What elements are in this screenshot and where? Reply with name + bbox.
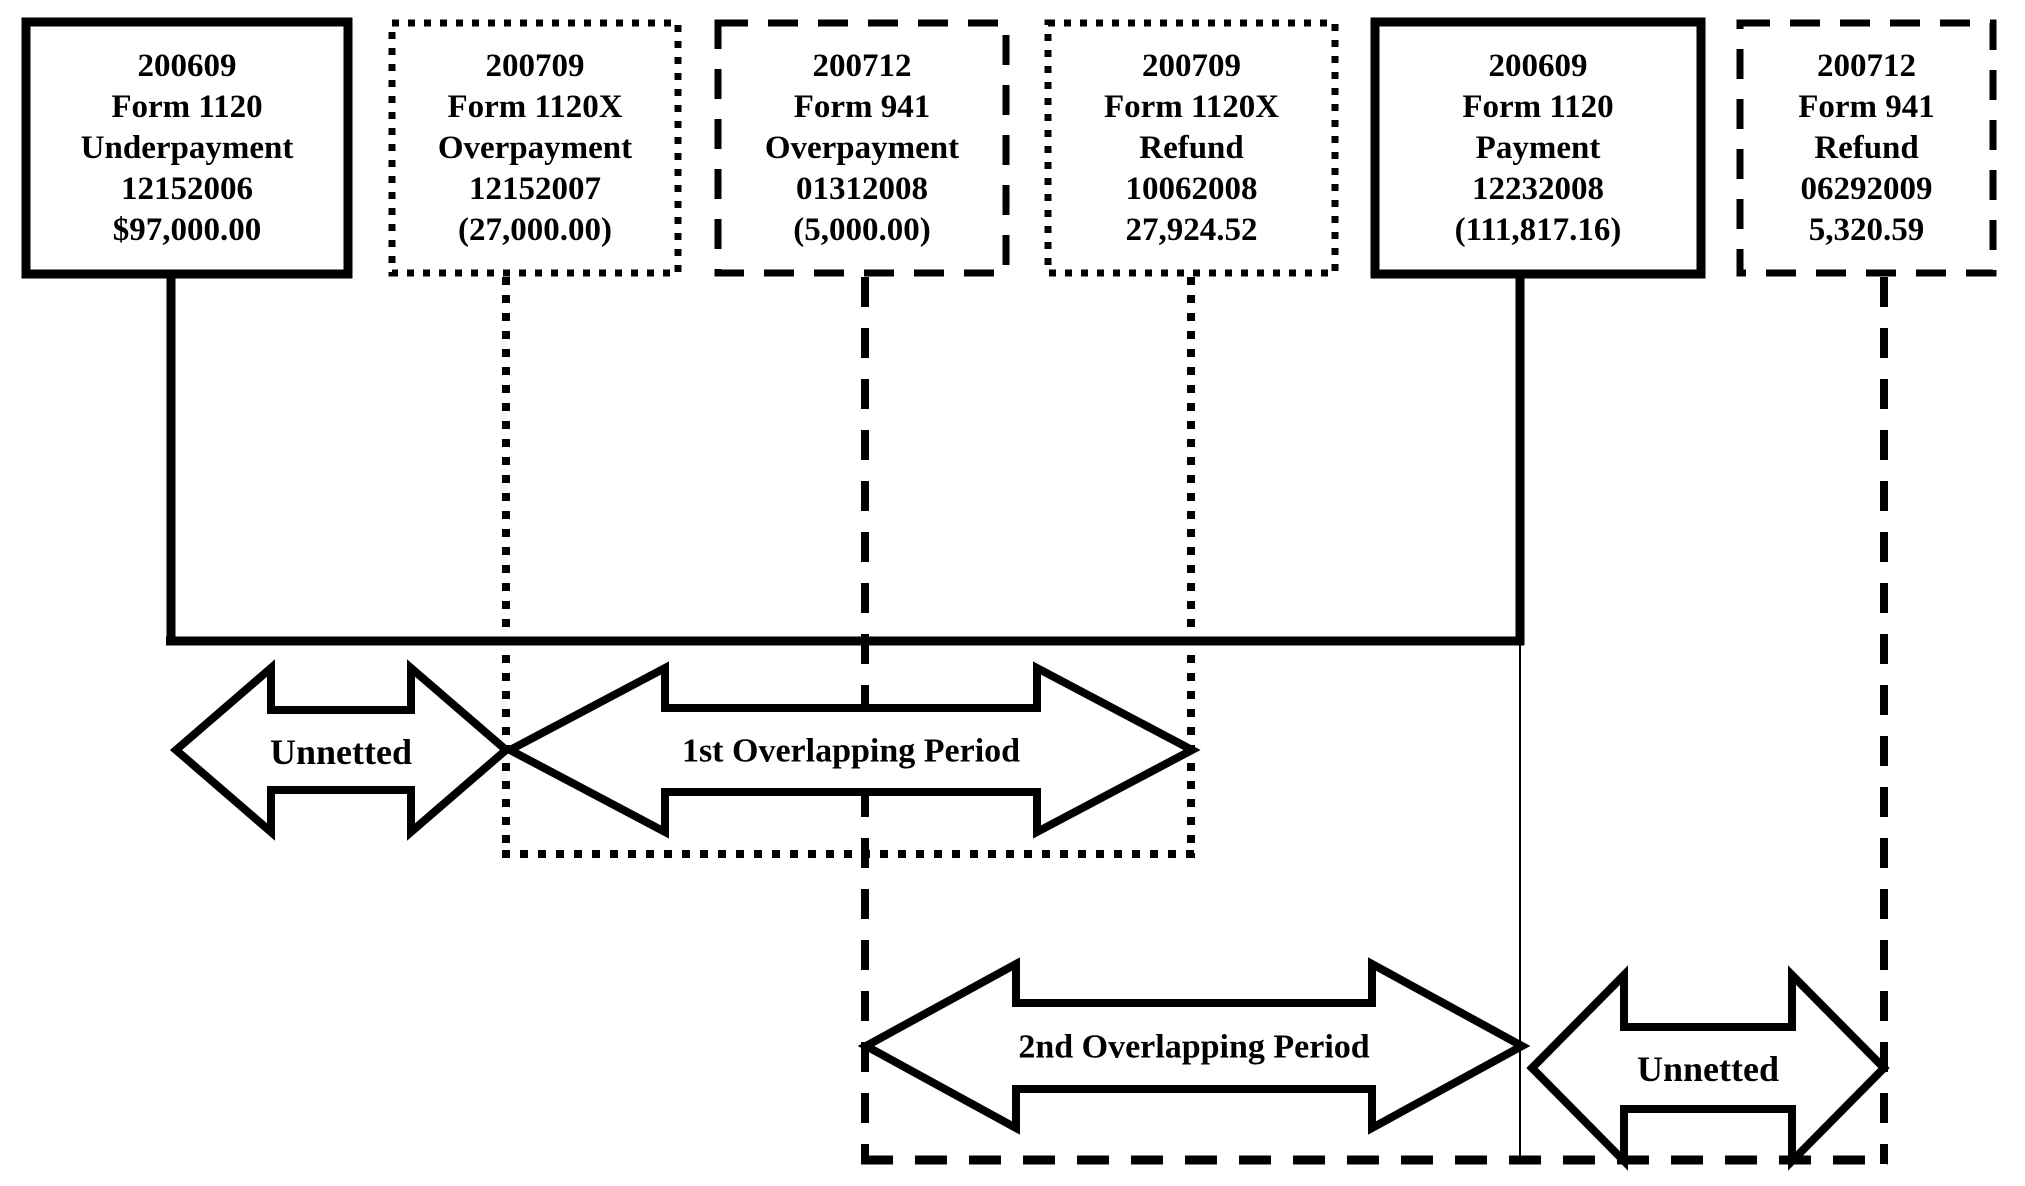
arrow-unnetted-right <box>1526 965 1890 1171</box>
arrow-2nd-overlapping-period <box>857 957 1531 1135</box>
box-period-line: 200609 <box>137 47 237 84</box>
box-border-underpayment <box>21 17 353 279</box>
box-period-line: 200609 <box>1488 47 1588 84</box>
event-box-1120x-overpayment: 200709 Form 1120X Overpayment 12152007 (… <box>396 27 674 269</box>
box-form-line: Form 1120X <box>1103 88 1280 125</box>
box-border-941-refund <box>1736 19 1997 277</box>
box-date-line: 12152006 <box>121 170 253 207</box>
box-date-line: 01312008 <box>796 170 928 207</box>
event-box-941-refund: 200712 Form 941 Refund 06292009 5,320.59 <box>1744 27 1989 269</box>
event-box-1120x-refund: 200709 Form 1120X Refund 10062008 27,924… <box>1052 27 1331 269</box>
box-border-1120x-overpayment <box>388 19 682 277</box>
box-form-line: Form 1120X <box>447 88 623 125</box>
box-border-941-overpayment <box>714 19 1010 277</box>
box-date-line: 12232008 <box>1472 170 1604 207</box>
box-period-line: 200712 <box>812 47 912 84</box>
event-box-1120-underpayment: 200609 Form 1120 Underpayment 12152006 $… <box>30 26 344 270</box>
box-type-line: Underpayment <box>80 129 294 166</box>
box-amount-line: (27,000.00) <box>458 211 612 248</box>
box-form-line: Form 941 <box>793 88 931 125</box>
arrow-label-unnetted-right: Unnetted <box>1637 1049 1779 1089</box>
box-type-line: Refund <box>1139 129 1244 166</box>
arrow-label-1st-overlapping-period: 1st Overlapping Period <box>682 733 1020 770</box>
box-date-line: 12152007 <box>469 170 601 207</box>
box-amount-line: $97,000.00 <box>112 211 262 248</box>
box-type-line: Refund <box>1814 129 1919 166</box>
box-amount-line: (111,817.16) <box>1454 211 1622 248</box>
arrow-label-unnetted-left: Unnetted <box>270 732 412 772</box>
arrow-label-2nd-overlapping-period: 2nd Overlapping Period <box>1018 1029 1369 1066</box>
box-amount-line: 27,924.52 <box>1125 211 1258 248</box>
box-type-line: Overpayment <box>764 129 960 166</box>
box-amount-line: 5,320.59 <box>1808 211 1925 248</box>
arrow-1st-overlapping-period <box>501 661 1201 839</box>
box-type-line: Payment <box>1475 129 1601 166</box>
box-period-line: 200712 <box>1817 47 1916 84</box>
event-box-941-overpayment: 200712 Form 941 Overpayment 01312008 (5,… <box>722 27 1002 269</box>
box-period-line: 200709 <box>1142 47 1241 84</box>
box-period-line: 200709 <box>485 47 585 84</box>
box-date-line: 10062008 <box>1125 170 1258 207</box>
box-form-line: Form 941 <box>1798 88 1935 125</box>
box-border-1120x-refund <box>1044 19 1339 277</box>
box-type-line: Overpayment <box>437 129 633 166</box>
box-border-1120-payment <box>1370 17 1706 279</box>
box-date-line: 06292009 <box>1800 170 1933 207</box>
box-form-line: Form 1120 <box>111 88 263 125</box>
box-amount-line: (5,000.00) <box>793 211 931 248</box>
event-box-1120-payment: 200609 Form 1120 Payment 12232008 (111,8… <box>1379 26 1697 270</box>
box-form-line: Form 1120 <box>1462 88 1614 125</box>
